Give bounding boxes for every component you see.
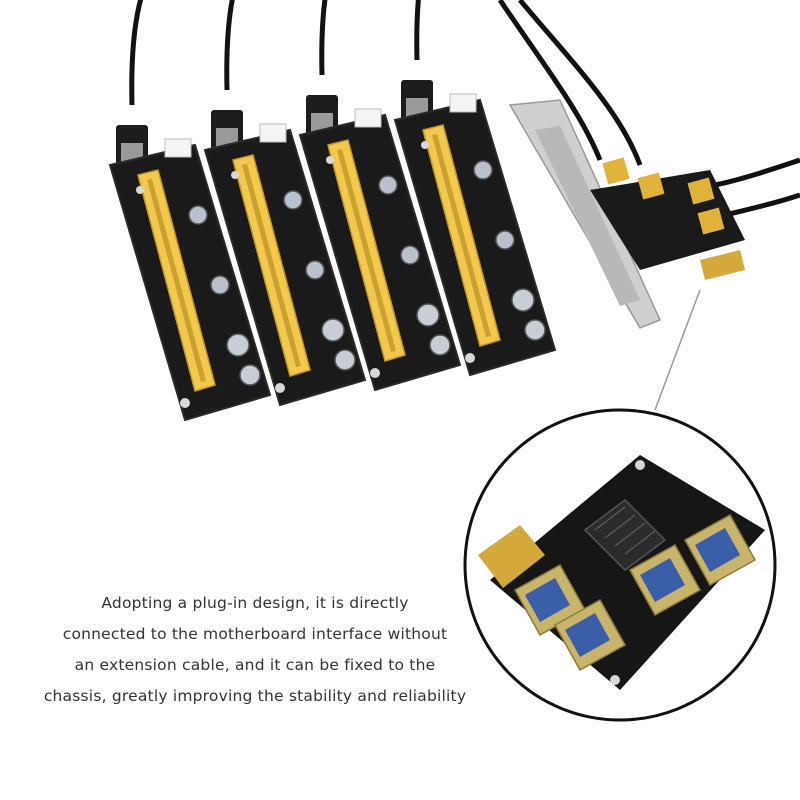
usb-port-2: [553, 598, 627, 672]
caption-line: chassis, greatly improving the stability…: [43, 687, 467, 705]
zoom-inset: [463, 408, 777, 722]
caption: Adopting a plug-in design, it is directl…: [20, 588, 490, 712]
gold-fingers: [478, 525, 545, 588]
caption-line: an extension cable, and it can be fixed …: [74, 656, 436, 674]
usb-port-4: [683, 513, 757, 587]
pci-bracket: [508, 99, 662, 329]
caption-line: Adopting a plug-in design, it is directl…: [101, 594, 409, 612]
splitter-card-photo: [590, 157, 745, 280]
splitter-card-closeup: [478, 455, 765, 690]
usb-port-3: [628, 543, 702, 617]
heatsink: [583, 499, 667, 571]
caption-line: connected to the motherboard interface w…: [62, 625, 448, 643]
pointer-line: [654, 289, 701, 411]
